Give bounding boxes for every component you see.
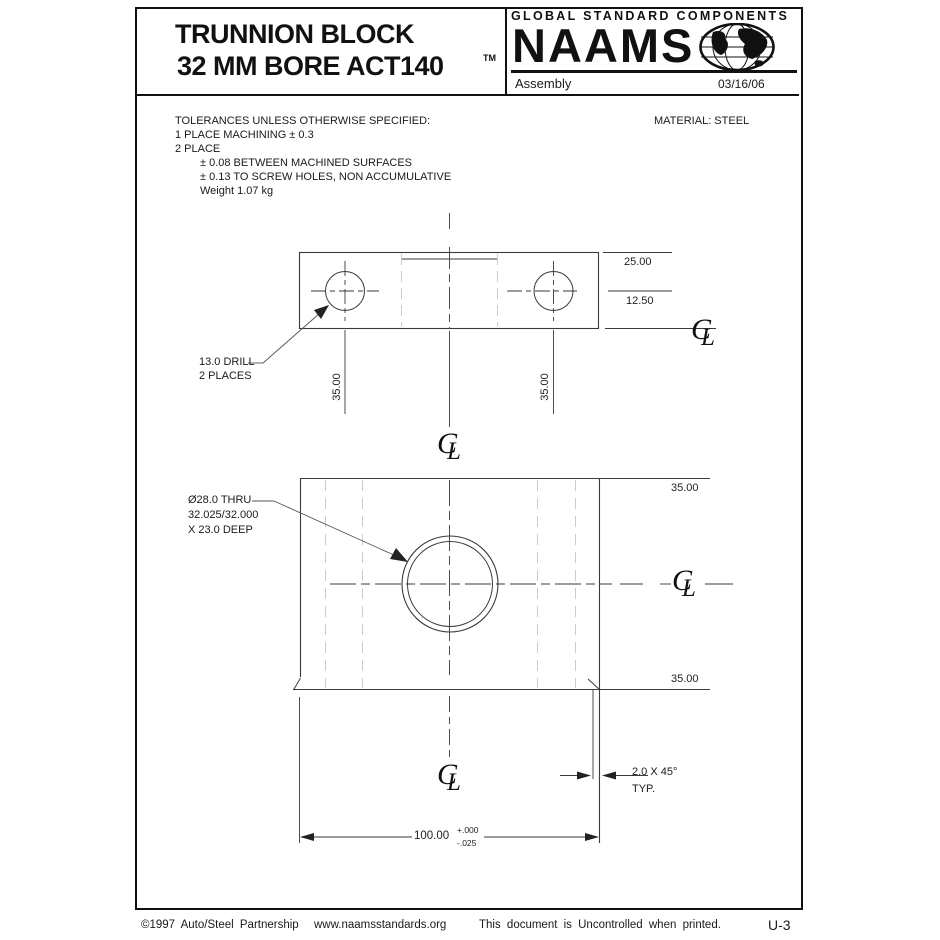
footer-copyright: ©1997 Auto/Steel Partnership (141, 919, 299, 931)
bore-callout-line1: Ø28.0 THRU (188, 494, 252, 506)
chamfer-right (587, 678, 601, 691)
dim-bore-to-top: 35.00 (671, 482, 699, 494)
trademark-label: TM (483, 53, 496, 63)
part-title-line2: 32 MM BORE ACT140 (177, 51, 444, 81)
bore-callout-line2: 32.025/32.000 (188, 509, 259, 521)
dim-overall-width: 100.00 (414, 830, 450, 842)
footer-website[interactable]: www.naamsstandards.org (314, 919, 447, 931)
drill-callout-line2: 2 PLACES (199, 370, 252, 382)
top-view-outline (298, 251, 600, 330)
dim-hole-offset: 12.50 (626, 295, 654, 307)
brand-logo-text: NAAMS (512, 19, 695, 72)
tolerance-note-line: ± 0.08 BETWEEN MACHINED SURFACES (200, 157, 413, 169)
globe-icon (699, 23, 775, 72)
chamfer-left (293, 677, 301, 691)
tolerance-note-line: 2 PLACE (175, 143, 221, 155)
date-label: 03/16/06 (718, 77, 765, 91)
sheet-border (135, 7, 803, 910)
tolerance-note-title: TOLERANCES UNLESS OTHERWISE SPECIFIED: (175, 115, 431, 127)
dim-bore-to-bottom: 35.00 (671, 673, 699, 685)
brand-tagline: GLOBAL STANDARD COMPONENTS (511, 9, 790, 23)
dimension-lines (300, 771, 648, 841)
material-note: MATERIAL: STEEL (654, 115, 750, 127)
tolerance-note-line: ± 0.13 TO SCREW HOLES, NON ACCUMULATIVE (200, 171, 452, 183)
front-view (293, 477, 733, 843)
dim-plate-thickness: 25.00 (624, 256, 652, 268)
tolerance-note-line: 1 PLACE MACHINING ± 0.3 (175, 129, 314, 141)
leader-lines (248, 305, 408, 562)
header-divider (137, 94, 799, 96)
part-title-line1: TRUNNION BLOCK (175, 19, 414, 49)
bore-callout-line3: X 23.0 DEEP (188, 524, 253, 536)
drill-callout-line1: 13.0 DRILL (199, 356, 255, 368)
dim-hole-spacing-right: 35.00 (539, 373, 551, 401)
dim-width-tol-upper: +.000 (457, 825, 479, 835)
brand-underline (511, 70, 797, 73)
chamfer-callout-line1: 2.0 X 45° (632, 766, 678, 778)
doc-type-label: Assembly (515, 76, 572, 91)
top-view (298, 213, 716, 427)
weight-note: Weight 1.07 kg (200, 185, 274, 197)
dim-hole-spacing-left: 35.00 (331, 373, 343, 401)
title-brand-divider (505, 9, 507, 94)
footer-notice: This document is Uncontrolled when print… (479, 919, 721, 931)
footer-page-number: U-3 (768, 917, 791, 933)
dim-width-tol-lower: -.025 (457, 838, 477, 848)
chamfer-callout-line2: TYP. (632, 783, 656, 795)
